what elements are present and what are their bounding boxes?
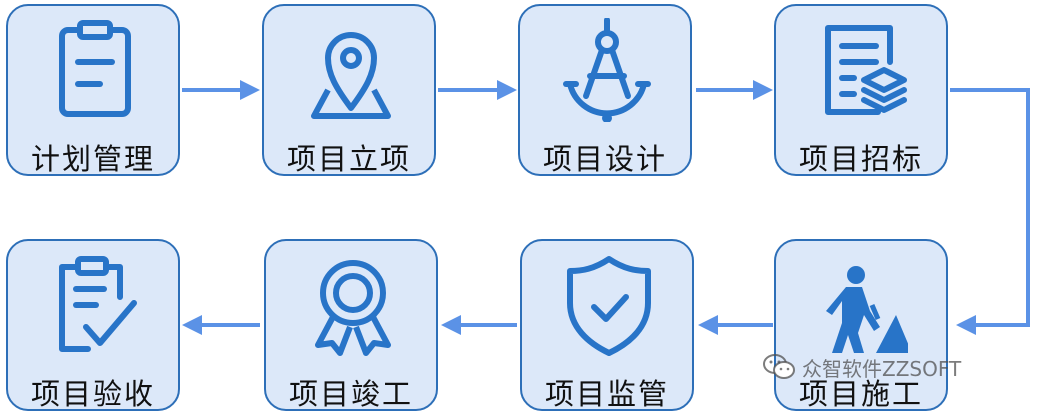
watermark: 众智软件ZZSOFT <box>762 350 961 384</box>
document-layers-icon <box>825 25 907 115</box>
clipboard-check-icon <box>59 256 137 352</box>
step-label: 项目验收 <box>30 377 155 411</box>
award-ribbon-icon <box>315 260 391 356</box>
step-card-project-initiation: 项目立项 <box>262 4 436 176</box>
step-label: 项目立项 <box>286 142 411 176</box>
step-card-project-acceptance: 项目验收 <box>6 239 180 411</box>
step-card-plan-management: 计划管理 <box>6 4 180 176</box>
step-label: 计划管理 <box>30 142 155 176</box>
step-label: 项目施工 <box>798 377 923 411</box>
step-label: 项目竣工 <box>288 377 413 411</box>
clipboard-icon <box>59 20 131 117</box>
watermark-text: 众智软件ZZSOFT <box>802 356 962 381</box>
compass-icon <box>563 18 651 122</box>
step-label: 项目招标 <box>798 142 923 176</box>
wechat-icon <box>763 354 795 379</box>
step-card-project-construction: 项目施工 <box>774 239 948 411</box>
step-card-project-bidding: 项目招标 <box>774 4 948 176</box>
map-pin-icon <box>311 32 391 119</box>
shield-check-icon <box>567 256 651 356</box>
step-card-project-supervision: 项目监管 <box>520 239 694 411</box>
step-card-project-design: 项目设计 <box>518 4 692 176</box>
construction-worker-icon <box>826 266 908 353</box>
arrow-4-5 <box>950 88 1030 335</box>
step-label: 项目设计 <box>542 142 667 176</box>
step-card-project-completion: 项目竣工 <box>264 239 438 411</box>
step-label: 项目监管 <box>544 377 669 411</box>
